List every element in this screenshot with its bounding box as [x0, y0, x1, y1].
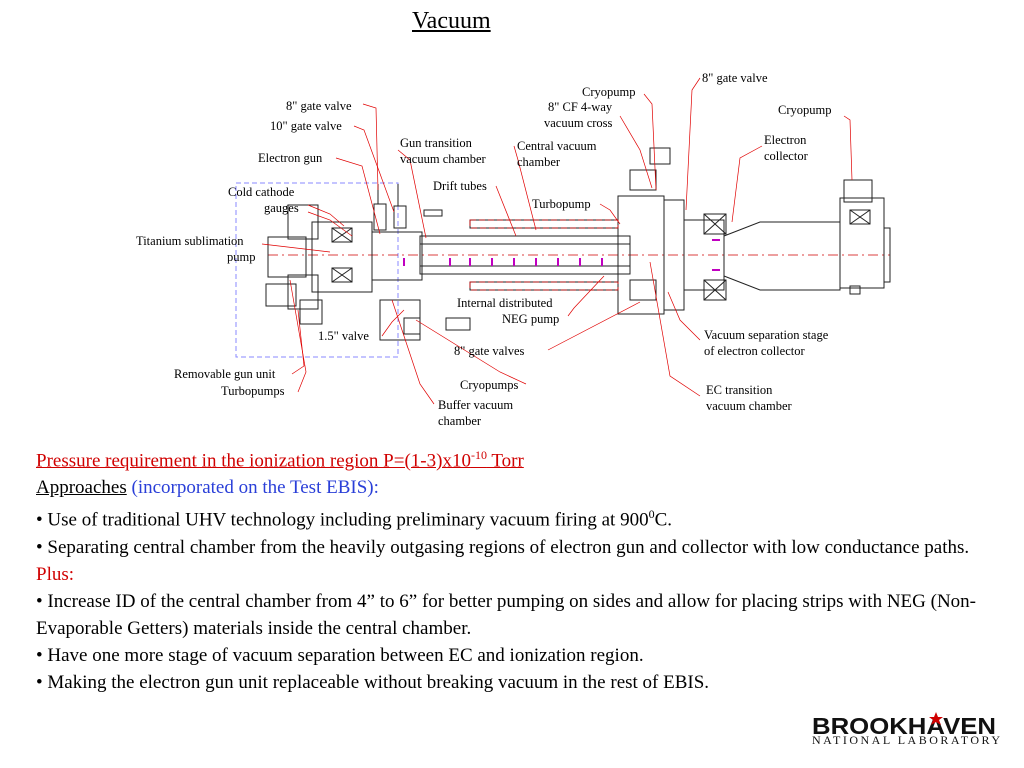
label-electron-collector-2: collector [764, 149, 809, 163]
bullet-extra-stage: • Have one more stage of vacuum separati… [36, 644, 644, 666]
gun-section [265, 184, 471, 341]
leader-lines [261, 77, 853, 405]
label-vac-sep-1: Vacuum separation stage [704, 328, 829, 342]
label-neg-pump-1: Internal distributed [457, 296, 553, 310]
label-central-chamber-1: Central vacuum [517, 139, 597, 153]
bullet-separation: • Separating central chamber from the he… [36, 536, 970, 558]
label-gun-transition-2: vacuum chamber [400, 152, 487, 166]
label-gun-transition-1: Gun transition [400, 136, 473, 150]
label-central-chamber-2: chamber [517, 155, 561, 169]
label-gate8-valves: 8" gate valves [454, 344, 524, 358]
pressure-requirement: Pressure requirement in the ionization r… [36, 448, 524, 472]
label-ec-transition-1: EC transition [706, 383, 773, 397]
label-turbopump: Turbopump [532, 197, 591, 211]
label-drift-tubes: Drift tubes [433, 179, 487, 193]
label-electron-gun: Electron gun [258, 151, 323, 165]
label-removable-gun: Removable gun unit [174, 367, 276, 381]
label-gate10: 10" gate valve [270, 119, 342, 133]
ebis-vacuum-diagram: 8" gate valve Cryopump 8" gate valve 8" … [136, 71, 891, 428]
label-cryopumps: Cryopumps [460, 378, 518, 392]
label-cryopump-right: Cryopump [778, 103, 831, 117]
label-ec-transition-2: vacuum chamber [706, 399, 793, 413]
logo-star-icon [929, 712, 943, 725]
label-valve15: 1.5" valve [318, 329, 369, 343]
drift-tube-frames [469, 219, 619, 291]
approaches-heading: Approaches (incorporated on the Test EBI… [36, 477, 379, 499]
label-gate8-top: 8" gate valve [702, 71, 768, 85]
label-buffer-chamber-2: chamber [438, 414, 482, 428]
diagram-labels: 8" gate valve Cryopump 8" gate valve 8" … [136, 71, 831, 428]
electron-collector [703, 179, 891, 301]
bullet-replaceable-gun: • Making the electron gun unit replaceab… [36, 671, 710, 693]
brookhaven-logo: BROOKHAVEN NATIONAL LABORATORY [812, 712, 1000, 747]
label-vac-sep-2: of electron collector [704, 344, 805, 358]
label-turbopumps: Turbopumps [221, 384, 285, 398]
label-cold-cathode-1: Cold cathode [228, 185, 295, 199]
label-ti-sublimation-2: pump [227, 250, 255, 264]
label-cryopump-top: Cryopump [582, 85, 635, 99]
label-gate8-left: 8" gate valve [286, 99, 352, 113]
gun-unit-outline [235, 182, 399, 358]
label-ti-sublimation-1: Titanium sublimation [136, 234, 244, 248]
label-neg-pump-2: NEG pump [502, 312, 559, 326]
page-title: Vacuum [412, 8, 491, 34]
label-cf-cross-1: 8" CF 4-way [548, 100, 613, 114]
label-cf-cross-2: vacuum cross [544, 116, 613, 130]
logo-name: BROOKHAVEN [812, 713, 996, 739]
label-cold-cathode-2: gauges [264, 201, 299, 215]
label-electron-collector-1: Electron [764, 133, 807, 147]
bullet-id-increase: • Increase ID of the central chamber fro… [36, 590, 976, 639]
body-text: Pressure requirement in the ionization r… [36, 442, 996, 696]
label-buffer-chamber-1: Buffer vacuum [438, 398, 513, 412]
neg-strips [403, 239, 720, 271]
central-chamber [419, 147, 725, 315]
bullet-uhv: • Use of traditional UHV technology incl… [36, 507, 673, 531]
plus-heading: Plus: [36, 563, 75, 585]
